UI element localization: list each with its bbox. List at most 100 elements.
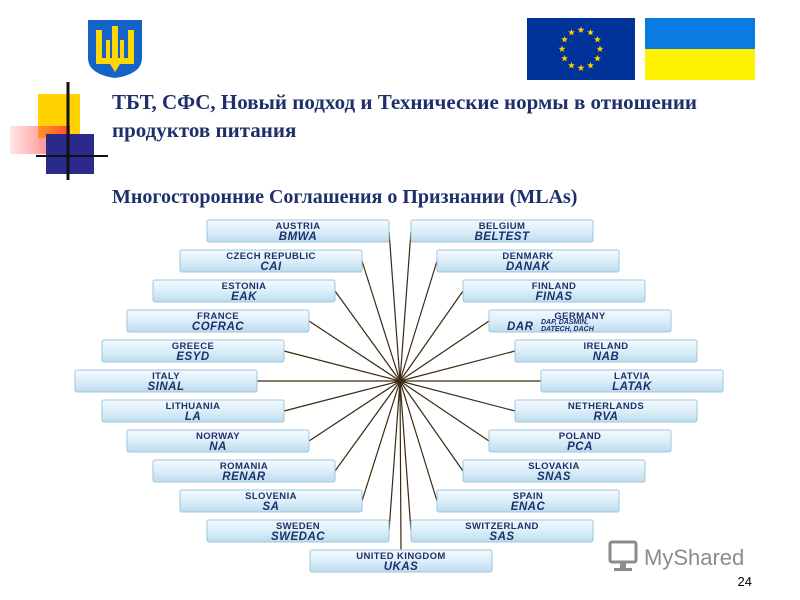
member-box xyxy=(436,489,620,513)
member-box xyxy=(462,459,646,483)
accreditation-body-label: LA xyxy=(185,411,201,423)
monitor-icon xyxy=(608,540,638,571)
connector-line xyxy=(399,260,438,382)
country-label: AUSTRIA xyxy=(275,221,320,232)
country-label: GREECE xyxy=(172,341,215,352)
accreditation-body-label: SWEDAC xyxy=(271,531,325,543)
eu-star-icon xyxy=(561,35,568,43)
connector-line xyxy=(399,320,490,382)
accreditation-body-label: RVA xyxy=(594,411,619,423)
member-box xyxy=(436,249,620,273)
country-label: DENMARK xyxy=(502,251,553,262)
accreditation-body-label: SAS xyxy=(489,531,514,543)
slide-title: ТБТ, СФС, Новый подход и Технические нор… xyxy=(112,90,698,142)
member-box xyxy=(514,339,698,363)
eu-star-icon xyxy=(561,54,568,62)
member-box xyxy=(126,429,310,453)
accreditation-body-label: ESYD xyxy=(176,351,209,363)
accreditation-body-label: NAB xyxy=(593,351,619,363)
member-box xyxy=(74,369,258,393)
slide-subtitle: Многосторонние Соглашения о Признании (M… xyxy=(112,186,578,208)
country-label: SLOVAKIA xyxy=(528,461,580,472)
accreditation-body-label: BMWA xyxy=(279,231,317,243)
country-label: CZECH REPUBLIC xyxy=(226,251,316,262)
connector-line xyxy=(283,380,401,412)
country-label: BELGIUM xyxy=(479,221,526,232)
connector-line xyxy=(361,260,401,382)
member-box xyxy=(206,219,390,243)
connector-line xyxy=(399,230,412,382)
connector-line xyxy=(361,380,401,502)
country-label: FRANCE xyxy=(197,311,239,322)
eu-star-icon xyxy=(568,61,575,69)
eu-star-icon xyxy=(587,61,594,69)
accreditation-body-label: CAI xyxy=(260,261,282,273)
eu-star-icon xyxy=(577,64,585,71)
country-label: GERMANY xyxy=(554,311,606,322)
eu-star-icon xyxy=(594,35,601,43)
country-label: UNITED KINGDOM xyxy=(356,551,446,562)
member-box xyxy=(514,399,698,423)
connector-line xyxy=(399,290,464,382)
ukraine-trident-icon xyxy=(88,20,142,78)
country-label: SPAIN xyxy=(513,491,543,502)
ukraine-flag-icon xyxy=(645,18,755,80)
accreditation-body-extra-label: DAP, DASMIN, xyxy=(541,319,588,326)
accreditation-body-label: ENAC xyxy=(511,501,546,513)
connector-line xyxy=(334,290,401,382)
eu-star-icon xyxy=(577,26,585,33)
country-label: NORWAY xyxy=(196,431,240,442)
accreditation-body-label: COFRAC xyxy=(192,321,244,333)
member-box xyxy=(309,549,493,573)
connector-line xyxy=(399,380,438,502)
country-label: POLAND xyxy=(559,431,602,442)
accreditation-body-label: SA xyxy=(263,501,280,513)
eu-star-icon xyxy=(587,28,594,36)
decorative-squares-icon xyxy=(10,82,108,180)
country-label: SWEDEN xyxy=(276,521,320,532)
country-label: LITHUANIA xyxy=(166,401,221,412)
connector-line xyxy=(399,380,464,472)
connector-line xyxy=(399,380,402,551)
accreditation-body-label: DANAK xyxy=(506,261,550,273)
country-label: LATVIA xyxy=(614,371,650,382)
country-label: ITALY xyxy=(152,371,180,382)
accreditation-body-label: RENAR xyxy=(222,471,266,483)
eu-star-icon xyxy=(558,45,566,52)
member-box xyxy=(540,369,724,393)
accreditation-body-label: BELTEST xyxy=(474,231,530,243)
member-box xyxy=(152,279,336,303)
accreditation-body-label: LATAK xyxy=(612,381,652,393)
myshared-watermark: MyShared xyxy=(608,540,744,571)
country-label: FINLAND xyxy=(532,281,577,292)
connector-line xyxy=(399,380,516,412)
accreditation-body-label: PCA xyxy=(567,441,593,453)
country-label: IRELAND xyxy=(583,341,628,352)
accreditation-body-label: NA xyxy=(209,441,227,453)
eu-star-icon xyxy=(596,45,604,52)
member-box xyxy=(152,459,336,483)
accreditation-body-label: EAK xyxy=(231,291,257,303)
member-box xyxy=(101,339,285,363)
connector-line xyxy=(399,380,412,532)
connector-line xyxy=(308,380,401,442)
